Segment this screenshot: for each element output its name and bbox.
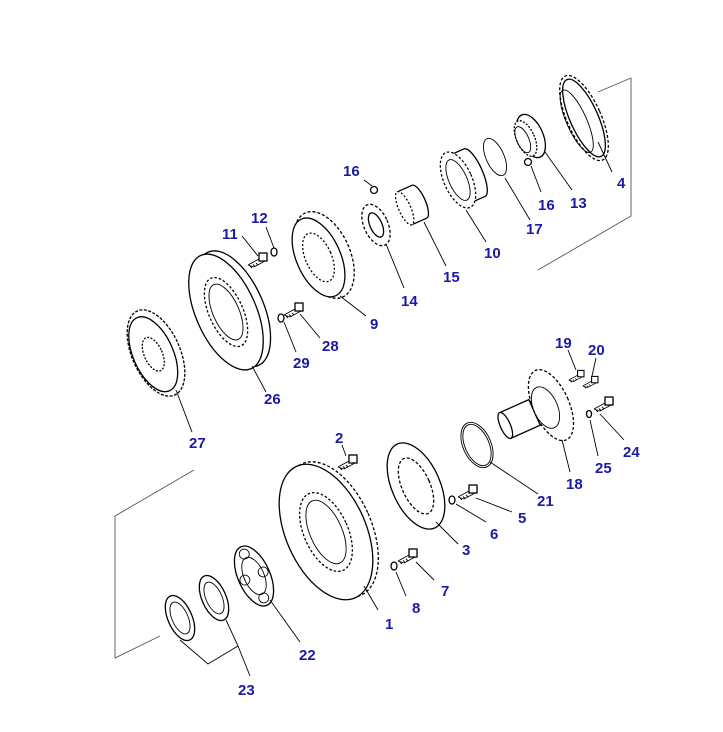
part-17-snap-ring bbox=[482, 137, 508, 177]
callout-24: 24 bbox=[623, 444, 640, 461]
callout-8: 8 bbox=[412, 600, 420, 617]
part-15-roller-bearing bbox=[394, 184, 430, 226]
part-29-washer bbox=[277, 313, 285, 323]
callout-6: 6 bbox=[490, 526, 498, 543]
part-2-bolt bbox=[337, 454, 358, 471]
part-28-bolt bbox=[283, 302, 304, 319]
callout-12: 12 bbox=[251, 210, 268, 227]
callout-23: 23 bbox=[238, 682, 255, 699]
leader-lines bbox=[175, 141, 625, 677]
part-14-thrust-washer bbox=[361, 203, 391, 247]
callout-15: 15 bbox=[443, 269, 460, 286]
callout-labels: 4 13 16 17 10 15 16 14 9 12 11 28 29 26 … bbox=[189, 163, 640, 699]
callout-11: 11 bbox=[222, 226, 238, 243]
callout-19: 19 bbox=[555, 335, 572, 352]
part-10-hub bbox=[439, 148, 488, 209]
part-3-friction-disc bbox=[386, 442, 446, 530]
part-6-washer bbox=[448, 495, 456, 505]
callout-7: 7 bbox=[441, 583, 449, 600]
callout-14: 14 bbox=[401, 293, 418, 310]
assembly-frame-upper bbox=[537, 77, 632, 271]
callout-28: 28 bbox=[322, 338, 339, 355]
callout-21: 21 bbox=[537, 493, 554, 510]
callout-18: 18 bbox=[566, 476, 583, 493]
callout-27: 27 bbox=[189, 435, 206, 452]
callout-17: 17 bbox=[526, 221, 543, 238]
callout-29: 29 bbox=[293, 355, 310, 372]
callout-4: 4 bbox=[617, 175, 626, 192]
part-8-washer bbox=[390, 561, 398, 571]
part-16-ring-left bbox=[369, 185, 379, 195]
callout-20: 20 bbox=[588, 342, 605, 359]
callout-13: 13 bbox=[570, 195, 587, 212]
part-24-bolt bbox=[593, 396, 614, 413]
part-9-toothed-disc bbox=[291, 211, 355, 299]
callout-16-left: 16 bbox=[343, 163, 360, 180]
callout-1: 1 bbox=[385, 616, 393, 633]
callout-26: 26 bbox=[264, 391, 281, 408]
part-20-bolt bbox=[582, 375, 599, 389]
callout-25: 25 bbox=[595, 460, 612, 477]
part-4-ring-gear bbox=[559, 74, 609, 162]
part-26-brake-disc bbox=[188, 250, 272, 371]
callout-10: 10 bbox=[484, 245, 501, 262]
part-19-bolt bbox=[568, 369, 585, 383]
part-1-housing bbox=[278, 461, 379, 601]
part-12-washer bbox=[270, 247, 278, 257]
callout-9: 9 bbox=[370, 316, 378, 333]
assembly-frame-lower bbox=[114, 469, 195, 659]
part-16-ring-right bbox=[523, 157, 533, 167]
part-21-o-ring bbox=[460, 421, 494, 469]
callout-16-right: 16 bbox=[538, 197, 555, 214]
part-27-gear bbox=[126, 309, 186, 397]
part-23-seal-a bbox=[198, 574, 230, 622]
part-22-cage bbox=[233, 545, 275, 607]
callout-5: 5 bbox=[518, 510, 526, 527]
part-7-bolt bbox=[397, 548, 418, 565]
part-5-bolt bbox=[457, 484, 478, 501]
callout-3: 3 bbox=[462, 542, 470, 559]
part-25-washer bbox=[585, 409, 593, 419]
callout-22: 22 bbox=[299, 647, 316, 664]
part-18-output-flange bbox=[497, 368, 575, 442]
part-23-seal-b bbox=[164, 594, 196, 642]
part-13-bearing bbox=[513, 113, 547, 159]
callout-2: 2 bbox=[335, 430, 343, 447]
